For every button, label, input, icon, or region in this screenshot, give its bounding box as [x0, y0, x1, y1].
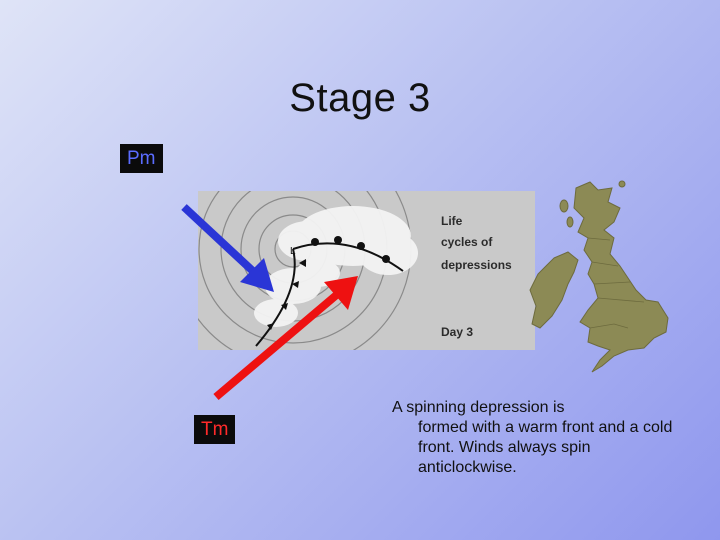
description-text: A spinning depression is formed with a w…: [392, 398, 682, 478]
slide-title: Stage 3: [289, 76, 431, 120]
tm-label: Tm: [194, 415, 236, 444]
description-rest: formed with a warm front and a cold fron…: [418, 419, 673, 476]
panel-heading-2: cycles of: [441, 235, 493, 249]
low-pressure-label: L: [290, 246, 296, 257]
depression-diagram: L Life cycles of depressions Day 3: [198, 191, 535, 350]
panel-day-label: Day 3: [441, 325, 473, 339]
panel-heading-3: depressions: [441, 258, 512, 272]
warm-front-marks: [311, 236, 390, 263]
pm-label: Pm: [120, 144, 163, 173]
description-line-1: A spinning depression is: [392, 399, 565, 416]
uk-map-image: [529, 180, 669, 373]
panel-heading-1: Life: [441, 214, 463, 228]
